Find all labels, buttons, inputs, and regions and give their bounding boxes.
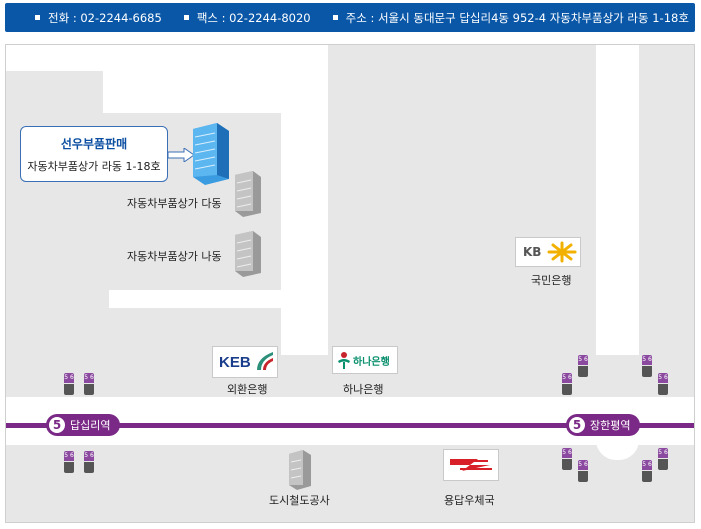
kb-star-icon <box>547 241 577 263</box>
hana-logo-text: 하나은행 <box>353 356 390 368</box>
road-top-left <box>6 45 103 71</box>
building-na-icon <box>235 231 261 277</box>
subway-exit-icon: 5 6 <box>642 355 652 377</box>
subway-exit-icon: 5 6 <box>84 373 94 395</box>
info-bar: 전화 : 02-2244-6685 팩스 : 02-2244-8020 주소 :… <box>5 3 695 32</box>
subway-exit-icon: 5 6 <box>64 373 74 395</box>
phone-info: 전화 : 02-2244-6685 <box>35 10 162 26</box>
bullet-icon <box>35 15 40 20</box>
building-na-label: 자동차부품상가 나동 <box>127 250 222 263</box>
shop-building-icon <box>193 123 229 185</box>
bullet-icon <box>183 15 189 20</box>
kb-logo-text: KB <box>523 245 542 259</box>
hana-logo: 하나은행 <box>332 346 398 374</box>
rail-corp-label: 도시철도공사 <box>269 494 330 507</box>
subway-exit-icon: 5 6 <box>642 460 652 482</box>
station-janghanpyeong[interactable]: 5 장한평역 <box>566 414 641 436</box>
subway-exit-icon: 5 6 <box>562 448 572 470</box>
rail-corp-building-icon <box>289 450 311 490</box>
keb-logo: KEB <box>212 346 278 378</box>
fax-info: 팩스 : 02-2244-8020 <box>183 10 311 26</box>
bullet-icon <box>332 15 338 20</box>
subway-line-5 <box>6 423 694 428</box>
kb-logo: KB <box>515 237 581 267</box>
callout-arrow-icon <box>168 148 194 162</box>
hana-bank-label: 하나은행 <box>343 383 384 396</box>
subway-exit-icon: 5 6 <box>578 355 588 377</box>
subway-exit-icon: 5 6 <box>658 448 668 470</box>
address-info: 주소 : 서울시 동대문구 답십리4동 952-4 자동차부품상가 라동 1-1… <box>332 10 689 26</box>
building-da-label: 자동차부품상가 다동 <box>127 197 222 210</box>
subway-exit-icon: 5 6 <box>84 451 94 473</box>
subway-exit-icon: 5 6 <box>658 373 668 395</box>
road-main-vertical <box>281 45 328 355</box>
keb-logo-text: KEB <box>219 353 251 371</box>
road-right-vertical <box>596 45 639 355</box>
keb-bank-label: 외환은행 <box>227 383 268 396</box>
road-junction-right <box>596 440 639 460</box>
station-name: 답십리역 <box>70 419 111 432</box>
phone-text: 전화 : 02-2244-6685 <box>48 10 162 25</box>
building-da-icon <box>235 171 261 217</box>
line-number-badge: 5 <box>48 416 66 434</box>
hana-symbol-icon <box>338 352 350 369</box>
address-text: 주소 : 서울시 동대문구 답십리4동 952-4 자동차부품상가 라동 1-1… <box>345 10 689 25</box>
road-inner-horizontal <box>109 290 281 308</box>
subway-exit-icon: 5 6 <box>562 373 572 395</box>
shop-name: 선우부품판매 <box>60 137 128 151</box>
fax-text: 팩스 : 02-2244-8020 <box>196 10 311 25</box>
subway-exit-icon: 5 6 <box>64 451 74 473</box>
location-map: 5 답십리역 5 장한평역 선우부품판매 자동차부품상가 라동 1-18호 자동… <box>5 44 695 523</box>
station-name: 장한평역 <box>590 419 631 432</box>
shop-callout: 선우부품판매 자동차부품상가 라동 1-18호 <box>20 126 168 182</box>
station-dapsimni[interactable]: 5 답십리역 <box>46 414 121 436</box>
shop-location: 자동차부품상가 라동 1-18호 <box>27 160 161 173</box>
keb-swoosh-icon <box>256 352 273 370</box>
line-number-badge: 5 <box>568 416 586 434</box>
post-office-icon <box>450 459 492 471</box>
post-office-logo <box>443 449 499 481</box>
post-office-label: 용답우체국 <box>444 494 495 507</box>
kb-bank-label: 국민은행 <box>531 274 572 287</box>
subway-exit-icon: 5 6 <box>578 460 588 482</box>
road-left-vertical <box>103 45 281 113</box>
